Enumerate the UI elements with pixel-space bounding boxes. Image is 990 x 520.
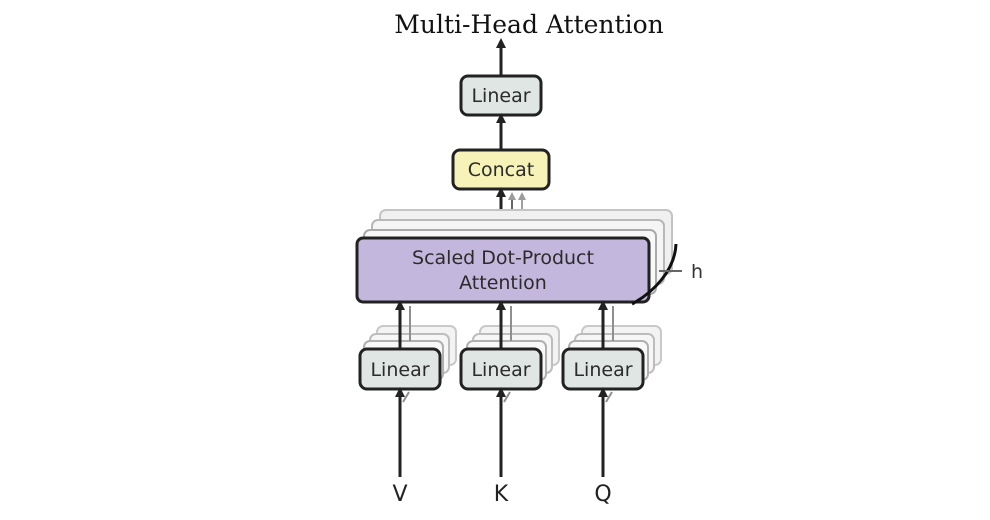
head-count-bracket [631,243,678,306]
arrow-k-input-shadow [503,391,511,403]
top-linear-label: Linear [471,85,530,107]
arrow-v-input-shadow [402,391,410,403]
attention-label-line-1: Scaled Dot-Product [412,247,594,269]
attention-label-line-2: Attention [459,272,547,294]
linear-v-label: Linear [370,359,429,381]
diagram-title: Multi-Head Attention [394,10,663,39]
input-q-label: Q [594,482,611,507]
head-count-label: h [691,261,703,283]
linear-q-label: Linear [573,359,632,381]
arrow-q-input-shadow [605,391,613,403]
input-k-label: K [494,482,509,507]
linear-k-label: Linear [471,359,530,381]
input-v-label: V [392,482,407,507]
concat-label: Concat [468,159,534,181]
